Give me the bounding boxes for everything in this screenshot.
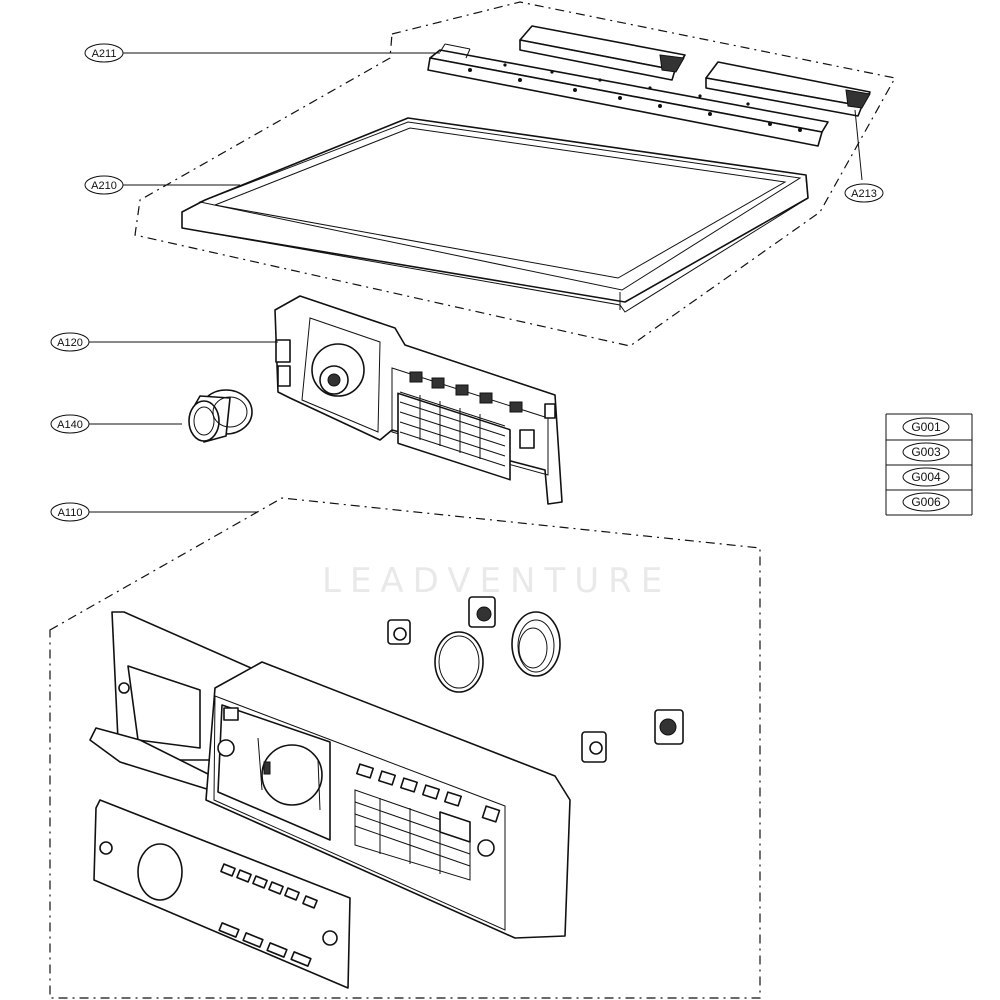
push-button-part-1[interactable] xyxy=(387,619,411,645)
end-cap-right-part[interactable] xyxy=(705,61,871,117)
callout-a120[interactable]: A120 xyxy=(50,332,278,352)
callout-a211[interactable]: A211 xyxy=(84,43,440,63)
legend-item-label: G003 xyxy=(911,445,941,459)
callout-a213-label: A213 xyxy=(851,188,877,200)
callout-a110-label: A110 xyxy=(58,507,83,519)
top-assembly-boundary xyxy=(134,1,896,347)
watermark-text: LEADVENTURE xyxy=(322,561,671,601)
overlay-buttons xyxy=(218,863,318,967)
legend-item-g001[interactable]: G001 xyxy=(902,417,950,437)
push-button-part-3[interactable] xyxy=(581,731,607,763)
callout-a211-label: A211 xyxy=(92,48,117,60)
push-button-part-2[interactable] xyxy=(468,596,496,628)
control-panel-assembly-boundary xyxy=(49,497,761,999)
knob-ring-left-part[interactable] xyxy=(434,631,484,693)
control-panel-housing-part[interactable] xyxy=(205,661,571,939)
watermark: LEADVENTURE xyxy=(322,561,671,601)
callout-a140-label: A140 xyxy=(57,419,83,431)
knob-ring-right-part[interactable] xyxy=(511,611,561,677)
callout-a210[interactable]: A210 xyxy=(84,175,240,195)
legend-item-label: G006 xyxy=(911,495,941,509)
rail-holes xyxy=(468,63,802,132)
housing-buttons xyxy=(355,763,501,823)
legend-item-g004[interactable]: G004 xyxy=(902,467,950,487)
end-cap-left-part[interactable] xyxy=(519,25,686,81)
callout-a210-label: A210 xyxy=(91,180,117,192)
control-board-components xyxy=(275,339,556,481)
legend-item-g003[interactable]: G003 xyxy=(902,442,950,462)
callout-a120-label: A120 xyxy=(57,337,83,349)
push-button-part-4[interactable] xyxy=(654,709,684,745)
g-code-legend: G001 G003 G004 G006 xyxy=(885,413,973,516)
glass-top-frame-part[interactable] xyxy=(181,117,809,313)
knob-part[interactable] xyxy=(188,389,253,443)
control-panel-assembly-group xyxy=(49,497,761,999)
legend-item-label: G001 xyxy=(911,420,941,434)
callout-a110[interactable]: A110 xyxy=(50,502,258,522)
legend-item-g006[interactable]: G006 xyxy=(902,492,950,512)
callout-a213[interactable]: A213 xyxy=(844,109,884,203)
top-assembly-group xyxy=(134,1,896,347)
housing-display-grid xyxy=(354,789,471,881)
housing-selector-marks xyxy=(257,737,321,811)
front-overlay-part[interactable] xyxy=(93,799,351,989)
callout-a140[interactable]: A140 xyxy=(50,414,182,434)
control-board-part[interactable] xyxy=(274,295,563,505)
legend-item-label: G004 xyxy=(911,470,941,484)
rear-rail-part[interactable] xyxy=(427,43,829,147)
